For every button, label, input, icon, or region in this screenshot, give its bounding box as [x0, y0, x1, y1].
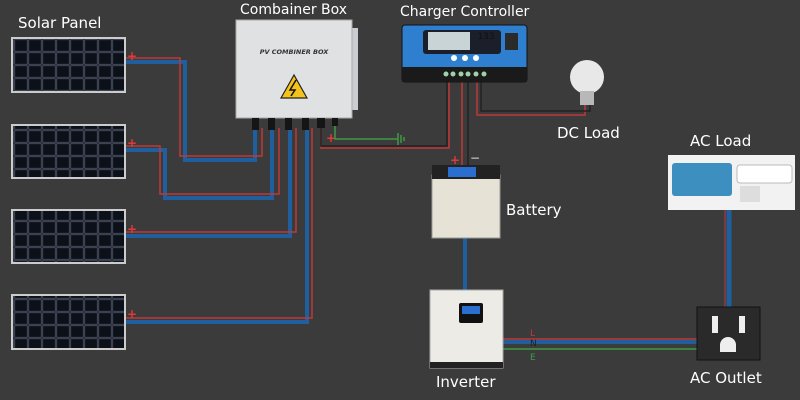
ac-wires — [463, 205, 732, 350]
plus-sign: + — [450, 153, 460, 167]
light-bulb-icon — [570, 60, 604, 105]
plus-sign: + — [127, 136, 137, 150]
plus-sign: + — [127, 49, 137, 63]
combiner-box-print: PV COMBINER BOX — [260, 48, 330, 56]
solar-panel — [11, 294, 126, 350]
warning-icon — [279, 73, 309, 99]
combiner-box-label: Combainer Box — [240, 2, 348, 18]
battery — [431, 165, 501, 239]
controller-display: 133 — [477, 32, 494, 42]
plus-sign: + — [127, 307, 137, 321]
ac-load-appliances — [668, 155, 795, 210]
dc-load-label: DC Load — [557, 124, 620, 142]
combiner-controller-wires — [320, 82, 591, 165]
solar-panel-label: Solar Panel — [18, 14, 102, 32]
inverter — [429, 289, 504, 369]
ac-outlet-label: AC Outlet — [690, 369, 762, 387]
minus-sign: − — [470, 151, 480, 165]
line-label-n: N — [530, 339, 537, 349]
solar-panel-array — [11, 37, 126, 350]
ac-load-label: AC Load — [690, 132, 752, 150]
solar-panel — [11, 124, 126, 179]
battery-label: Battery — [506, 201, 562, 219]
charger-controller-label: Charger Controller — [400, 4, 530, 20]
plus-sign: + — [127, 222, 137, 236]
panel-wires — [125, 57, 313, 324]
line-label-e: E — [530, 353, 536, 363]
solar-panel — [11, 209, 126, 264]
inverter-label: Inverter — [436, 373, 496, 391]
solar-panel — [11, 37, 126, 93]
plus-sign: + — [326, 131, 336, 145]
line-label-l: L — [530, 329, 535, 339]
combiner-box: PV COMBINER BOX — [235, 19, 358, 130]
ac-outlet[interactable] — [696, 306, 761, 361]
charge-controller — [401, 24, 528, 83]
